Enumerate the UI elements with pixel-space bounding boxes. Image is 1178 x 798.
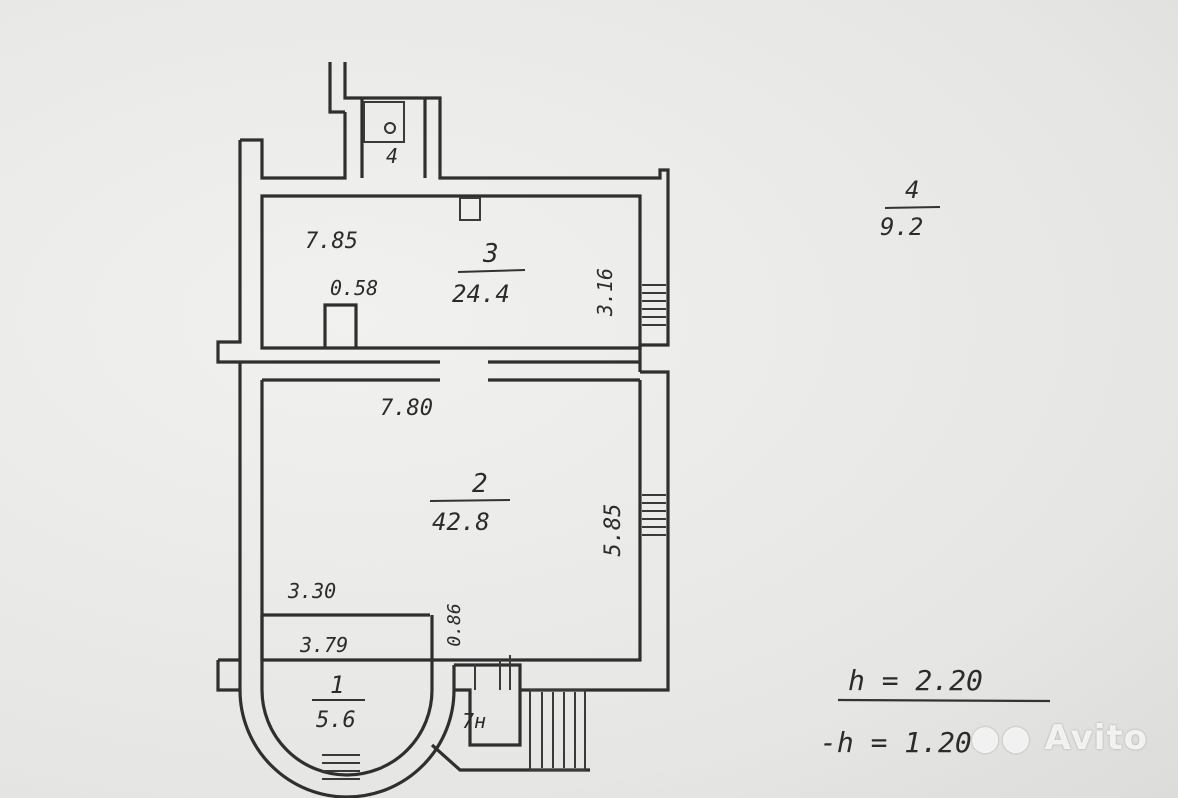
side-note-bottom: 9.2 — [880, 213, 923, 241]
room3-area: 24.4 — [452, 280, 510, 308]
room2-number: 2 — [472, 469, 488, 499]
outer-walls — [216, 62, 670, 798]
avito-logo-icon: ●● — [970, 718, 1045, 758]
door-openings — [474, 655, 511, 690]
dim-room3-niche: 0.58 — [330, 276, 378, 300]
wc-fixtures — [363, 101, 481, 221]
avito-watermark: ●● Avito — [970, 718, 1148, 758]
dim-room3-height: 3.16 — [593, 268, 617, 317]
room1-area: 5.6 — [316, 708, 356, 733]
dim-room3-width: 7.85 — [305, 229, 358, 254]
dim-porch: 7н — [462, 709, 486, 733]
dim-room1-width: 3.79 — [299, 633, 348, 657]
room2-area: 42.8 — [432, 508, 490, 536]
height-h1: h = 2.20 — [848, 664, 983, 697]
dim-room1-side: 0.86 — [444, 603, 465, 646]
side-note-top: 4 — [905, 176, 919, 204]
stairs — [322, 689, 586, 780]
room3-number: 3 — [482, 239, 499, 269]
dim-room1-width-top: 3.30 — [287, 579, 336, 603]
height-h2: -h = 1.20 — [820, 726, 972, 759]
dim-room2-height: 5.85 — [601, 504, 626, 557]
room1-number: 1 — [330, 671, 344, 699]
dim-room2-width: 7.80 — [380, 396, 433, 421]
window-hatches — [642, 284, 666, 536]
room4-number: 4 — [386, 144, 398, 168]
